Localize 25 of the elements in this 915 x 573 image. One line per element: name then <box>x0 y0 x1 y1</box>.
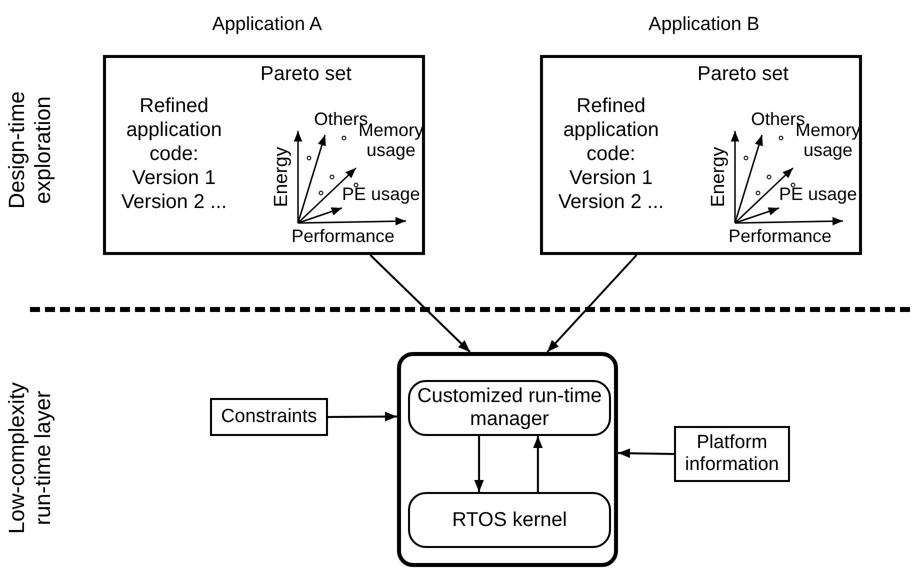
axis-label: Energy <box>270 146 293 210</box>
axis-label: Performance <box>290 226 396 246</box>
input-box: Platform information <box>674 426 790 482</box>
axis-label: PE usage <box>778 184 858 204</box>
layer-label: Design-time exploration <box>4 90 56 211</box>
pareto-set-heading: Pareto set <box>259 62 353 86</box>
component-box: RTOS kernel <box>408 492 611 548</box>
arrow <box>533 436 543 492</box>
axis-label: Performance <box>727 226 833 246</box>
code-versions-text: Refined application code: Version 1 Version 2 ... <box>557 94 665 214</box>
axis-label: Energy <box>707 146 730 210</box>
arrow <box>618 448 674 458</box>
application-title: Application A <box>211 13 323 37</box>
layer-label: Low-complexity run-time layer <box>4 381 56 536</box>
arrow <box>328 412 397 422</box>
input-box: Constraints <box>210 398 328 436</box>
code-versions-text: Refined application code: Version 1 Version 2 ... <box>120 94 228 214</box>
application-title: Application B <box>648 13 760 37</box>
arrow <box>370 254 471 353</box>
arrow <box>474 436 484 492</box>
pareto-set-heading: Pareto set <box>696 62 790 86</box>
component-box: Customized run-time manager <box>408 380 611 436</box>
runtime-layer-box <box>397 352 618 567</box>
axis-label: PE usage <box>340 184 422 204</box>
arrow <box>546 254 638 353</box>
